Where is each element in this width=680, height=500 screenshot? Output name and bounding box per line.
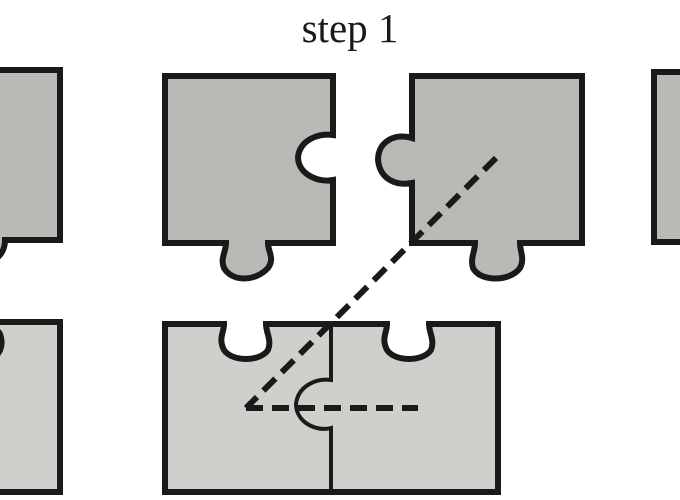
step-title: step 1	[301, 5, 399, 51]
puzzle-piece-right-edge-top	[651, 69, 680, 245]
joint-seam	[293, 324, 333, 492]
puzzle-piece-left-edge-bottom	[0, 319, 63, 495]
puzzle-piece-separate-left	[162, 73, 336, 282]
motion-guide-diagonal	[243, 155, 499, 411]
puzzle-piece-left-edge-top	[0, 67, 63, 260]
puzzle-piece-separate-right	[374, 73, 585, 282]
